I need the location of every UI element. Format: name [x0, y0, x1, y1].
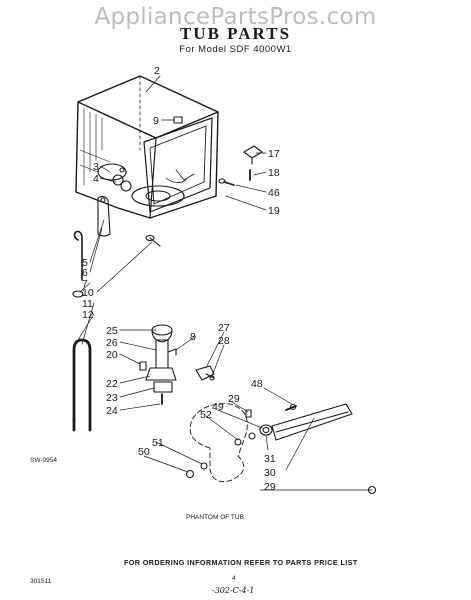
page-number: 4	[232, 575, 236, 582]
leader-lines	[77, 75, 315, 473]
callout-29-upper: 29	[228, 393, 240, 405]
callout-11: 11	[82, 298, 93, 310]
page-title: TUB PARTS	[179, 24, 292, 43]
callout-6: 6	[82, 267, 88, 279]
callout-18: 18	[268, 167, 280, 179]
callout-29-lower: 29	[264, 481, 276, 493]
callout-50: 50	[138, 446, 150, 458]
callout-46: 46	[268, 187, 280, 199]
callout-5: 5	[82, 257, 88, 269]
callout-30: 30	[264, 467, 276, 479]
callout-48: 48	[251, 378, 263, 390]
callout-28: 28	[218, 335, 230, 347]
callout-52: 52	[200, 409, 212, 421]
callout-9: 9	[153, 115, 159, 127]
callout-17: 17	[268, 148, 280, 160]
callout-31: 31	[264, 453, 276, 465]
diagram-code: SW-0954	[30, 457, 57, 464]
callout-2: 2	[154, 65, 160, 77]
callout-10: 10	[82, 287, 94, 299]
callout-23: 23	[106, 392, 118, 404]
callout-12: 12	[82, 309, 94, 321]
callout-8: 8	[190, 331, 196, 343]
callout-19: 19	[268, 205, 280, 217]
left-code: 301511	[30, 578, 52, 585]
phantom-label: PHANTOM OF TUB	[186, 514, 244, 521]
callout-7: 7	[82, 278, 88, 290]
callout-25: 25	[106, 325, 118, 337]
callout-22: 22	[106, 378, 118, 390]
wash-assembly-drawing	[139, 324, 215, 405]
callout-27: 27	[218, 322, 230, 334]
tub-drawing	[72, 75, 263, 432]
handwritten-code: -302-C-4-1	[212, 586, 254, 595]
callout-3: 3	[93, 161, 99, 173]
callout-26: 26	[106, 337, 118, 349]
model-subtitle: For Model SDF 4000W1	[179, 44, 292, 55]
footer-note: FOR ORDERING INFORMATION REFER TO PARTS …	[124, 558, 358, 567]
callout-20: 20	[106, 349, 118, 361]
callout-51: 51	[152, 437, 164, 449]
callout-labels: 2 9 17 18 46 19 3 4 5 6 7 10 11 12 25 26…	[30, 65, 358, 595]
callout-49: 49	[212, 401, 224, 413]
callout-4: 4	[93, 173, 99, 185]
callout-24: 24	[106, 405, 118, 417]
watermark: AppliancePartsPros.com	[94, 4, 377, 30]
drain-assembly-drawing	[185, 403, 377, 495]
